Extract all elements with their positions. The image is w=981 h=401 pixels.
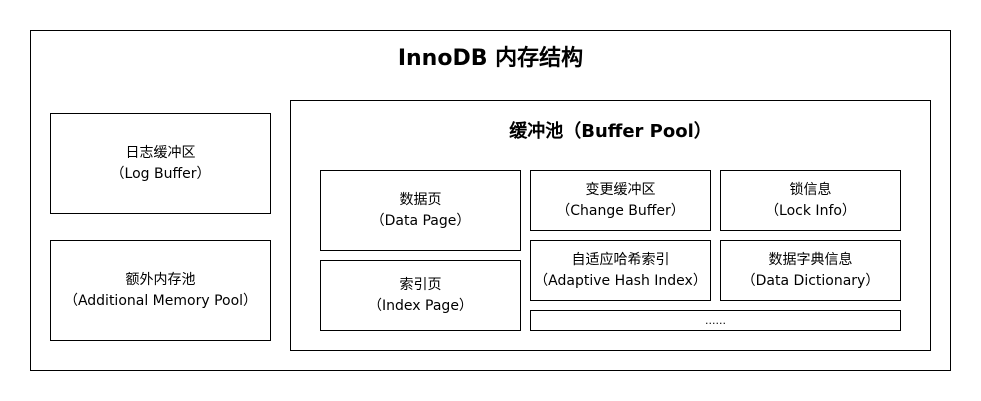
data-dictionary-sublabel: （Data Dictionary） [741, 272, 880, 289]
change-buffer-label: 变更缓冲区 [585, 181, 656, 198]
index-page-label: 索引页 [399, 276, 442, 293]
more-items-ellipsis: ...... [705, 313, 726, 327]
lock-info-label: 锁信息 [789, 181, 832, 198]
change-buffer-sublabel: （Change Buffer） [556, 202, 685, 219]
index-page-sublabel: （Index Page） [368, 297, 473, 314]
adaptive-hash-index-sublabel: （Adaptive Hash Index） [534, 272, 707, 289]
log-buffer-sublabel: （Log Buffer） [110, 165, 211, 182]
change-buffer-box: 变更缓冲区 （Change Buffer） [530, 170, 711, 231]
data-page-label: 数据页 [399, 191, 442, 208]
log-buffer-box: 日志缓冲区 （Log Buffer） [50, 113, 271, 214]
lock-info-sublabel: （Lock Info） [765, 202, 856, 219]
data-page-box: 数据页 （Data Page） [320, 170, 521, 251]
more-items-box: ...... [530, 310, 901, 331]
adaptive-hash-index-box: 自适应哈希索引 （Adaptive Hash Index） [530, 240, 711, 301]
log-buffer-label: 日志缓冲区 [125, 144, 196, 161]
adaptive-hash-index-label: 自适应哈希索引 [571, 251, 670, 268]
diagram-title: InnoDB 内存结构 [397, 46, 584, 71]
data-dictionary-label: 数据字典信息 [768, 251, 853, 268]
lock-info-box: 锁信息 （Lock Info） [720, 170, 901, 231]
buffer-pool-title: 缓冲池（Buffer Pool） [509, 121, 712, 142]
index-page-box: 索引页 （Index Page） [320, 260, 521, 331]
additional-memory-pool-box: 额外内存池 （Additional Memory Pool） [50, 240, 271, 341]
data-page-sublabel: （Data Page） [370, 212, 471, 229]
memory-pool-sublabel: （Additional Memory Pool） [63, 292, 258, 309]
data-dictionary-box: 数据字典信息 （Data Dictionary） [720, 240, 901, 301]
memory-pool-label: 额外内存池 [125, 271, 196, 288]
